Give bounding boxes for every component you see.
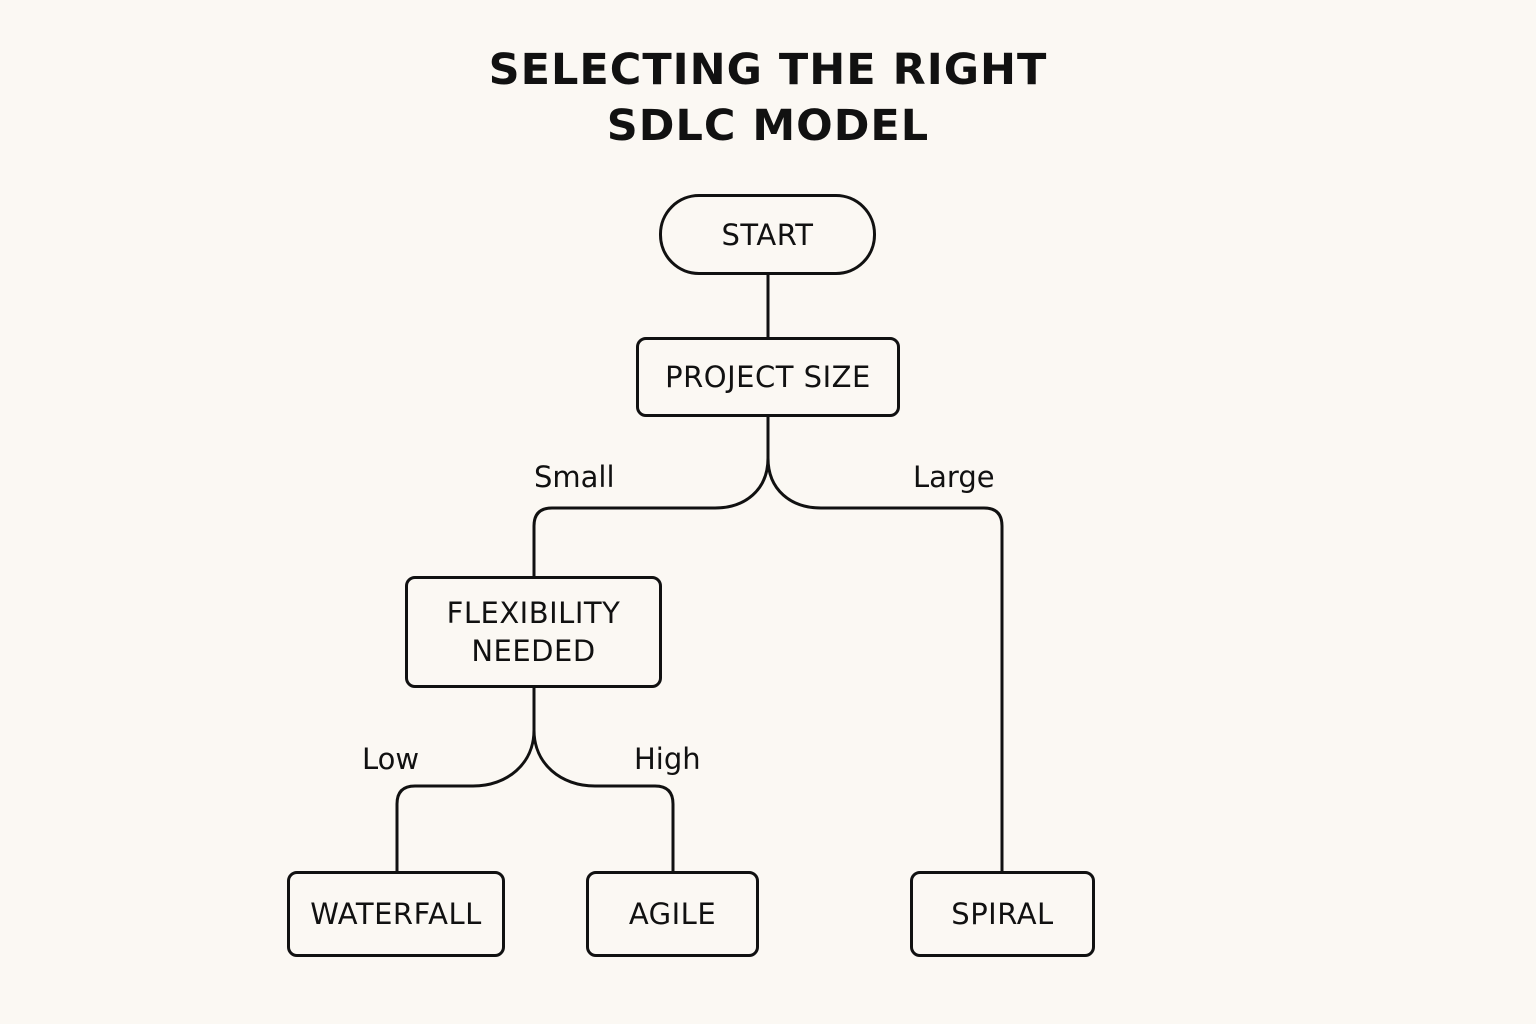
- edge-flexibility-low: [395, 686, 536, 874]
- project-size-node-label: PROJECT SIZE: [665, 360, 871, 394]
- flexibility-needed-node: FLEXIBILITY NEEDED: [405, 576, 662, 688]
- edge-label-large: Large: [913, 460, 995, 494]
- diagram-title-line-2: SDLC MODEL: [606, 101, 930, 151]
- spiral-node-label: SPIRAL: [951, 897, 1054, 931]
- spiral-node: SPIRAL: [910, 871, 1095, 957]
- edge-label-small: Small: [534, 460, 615, 494]
- edge-flexibility-high: [532, 728, 675, 874]
- start-node-label: START: [721, 217, 814, 252]
- edge-label-low: Low: [362, 742, 420, 776]
- diagram-title-line-1: SELECTING THE RIGHT: [488, 45, 1048, 95]
- edge-label-high: High: [634, 742, 701, 776]
- waterfall-node: WATERFALL: [287, 871, 505, 957]
- flexibility-needed-label-line-2: NEEDED: [471, 634, 596, 668]
- edge-project-size-large: [766, 456, 1004, 874]
- agile-node-label: AGILE: [628, 897, 717, 931]
- project-size-node: PROJECT SIZE: [636, 337, 900, 417]
- flexibility-needed-label-line-1: FLEXIBILITY: [446, 596, 621, 630]
- waterfall-node-label: WATERFALL: [310, 897, 482, 931]
- start-node: START: [659, 194, 876, 275]
- edge-project-size-small: [532, 415, 770, 579]
- agile-node: AGILE: [586, 871, 759, 957]
